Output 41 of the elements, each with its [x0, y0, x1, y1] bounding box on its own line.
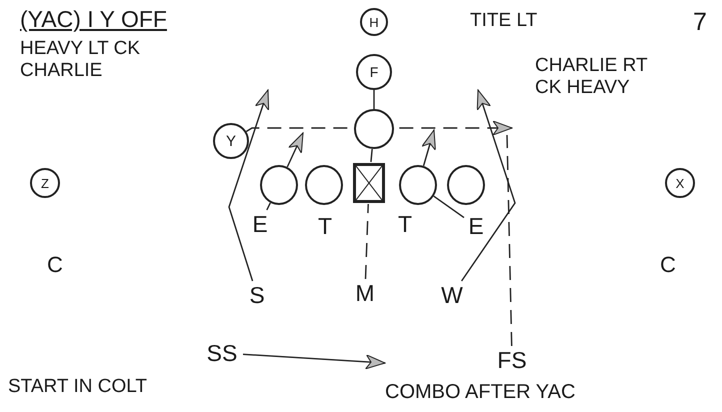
defender-letter: SS	[202, 340, 242, 366]
player-circle	[447, 165, 485, 205]
defender-letter: E	[249, 211, 271, 237]
player-circle: Z	[30, 168, 60, 198]
defender-letter: FS	[492, 347, 532, 373]
route-arrow	[461, 90, 516, 282]
route-line	[506, 134, 512, 346]
player-circle: F	[356, 54, 392, 90]
player-circle	[260, 165, 298, 205]
player-circle	[399, 165, 437, 205]
player-circle	[354, 109, 394, 149]
defender-letter: C	[44, 252, 66, 278]
defender-letter: T	[394, 211, 416, 237]
defender-letter: T	[314, 213, 336, 239]
defender-letter: M	[352, 280, 378, 306]
defender-letter: C	[657, 252, 679, 278]
defender-letter: W	[438, 282, 466, 308]
defender-letter: E	[465, 213, 487, 239]
play-title: (YAC) I Y OFF	[20, 6, 167, 33]
route-arrow	[228, 90, 270, 282]
assignment-note: COMBO AFTER YAC	[385, 381, 576, 404]
route-arrow	[421, 130, 436, 166]
route-arrow	[242, 354, 386, 370]
route-line	[433, 196, 464, 218]
center-square	[353, 163, 385, 203]
route-line	[266, 202, 271, 210]
route-line	[370, 148, 373, 162]
player-circle: Y	[213, 123, 249, 159]
route-arrow	[246, 120, 512, 136]
call-note: HEAVY LT CK CHARLIE	[20, 38, 142, 82]
alignment-note: START IN COLT	[8, 376, 148, 398]
formation-note: TITE LT	[470, 10, 538, 32]
player-circle: X	[665, 168, 695, 198]
route-arrow	[286, 132, 304, 168]
call-note: CHARLIE RT CK HEAVY	[535, 55, 648, 99]
route-line	[364, 204, 369, 280]
player-circle	[305, 165, 343, 205]
page-number: 7	[693, 8, 707, 37]
route-line	[373, 90, 375, 109]
player-circle: H	[360, 8, 388, 36]
defender-letter: S	[246, 282, 268, 308]
